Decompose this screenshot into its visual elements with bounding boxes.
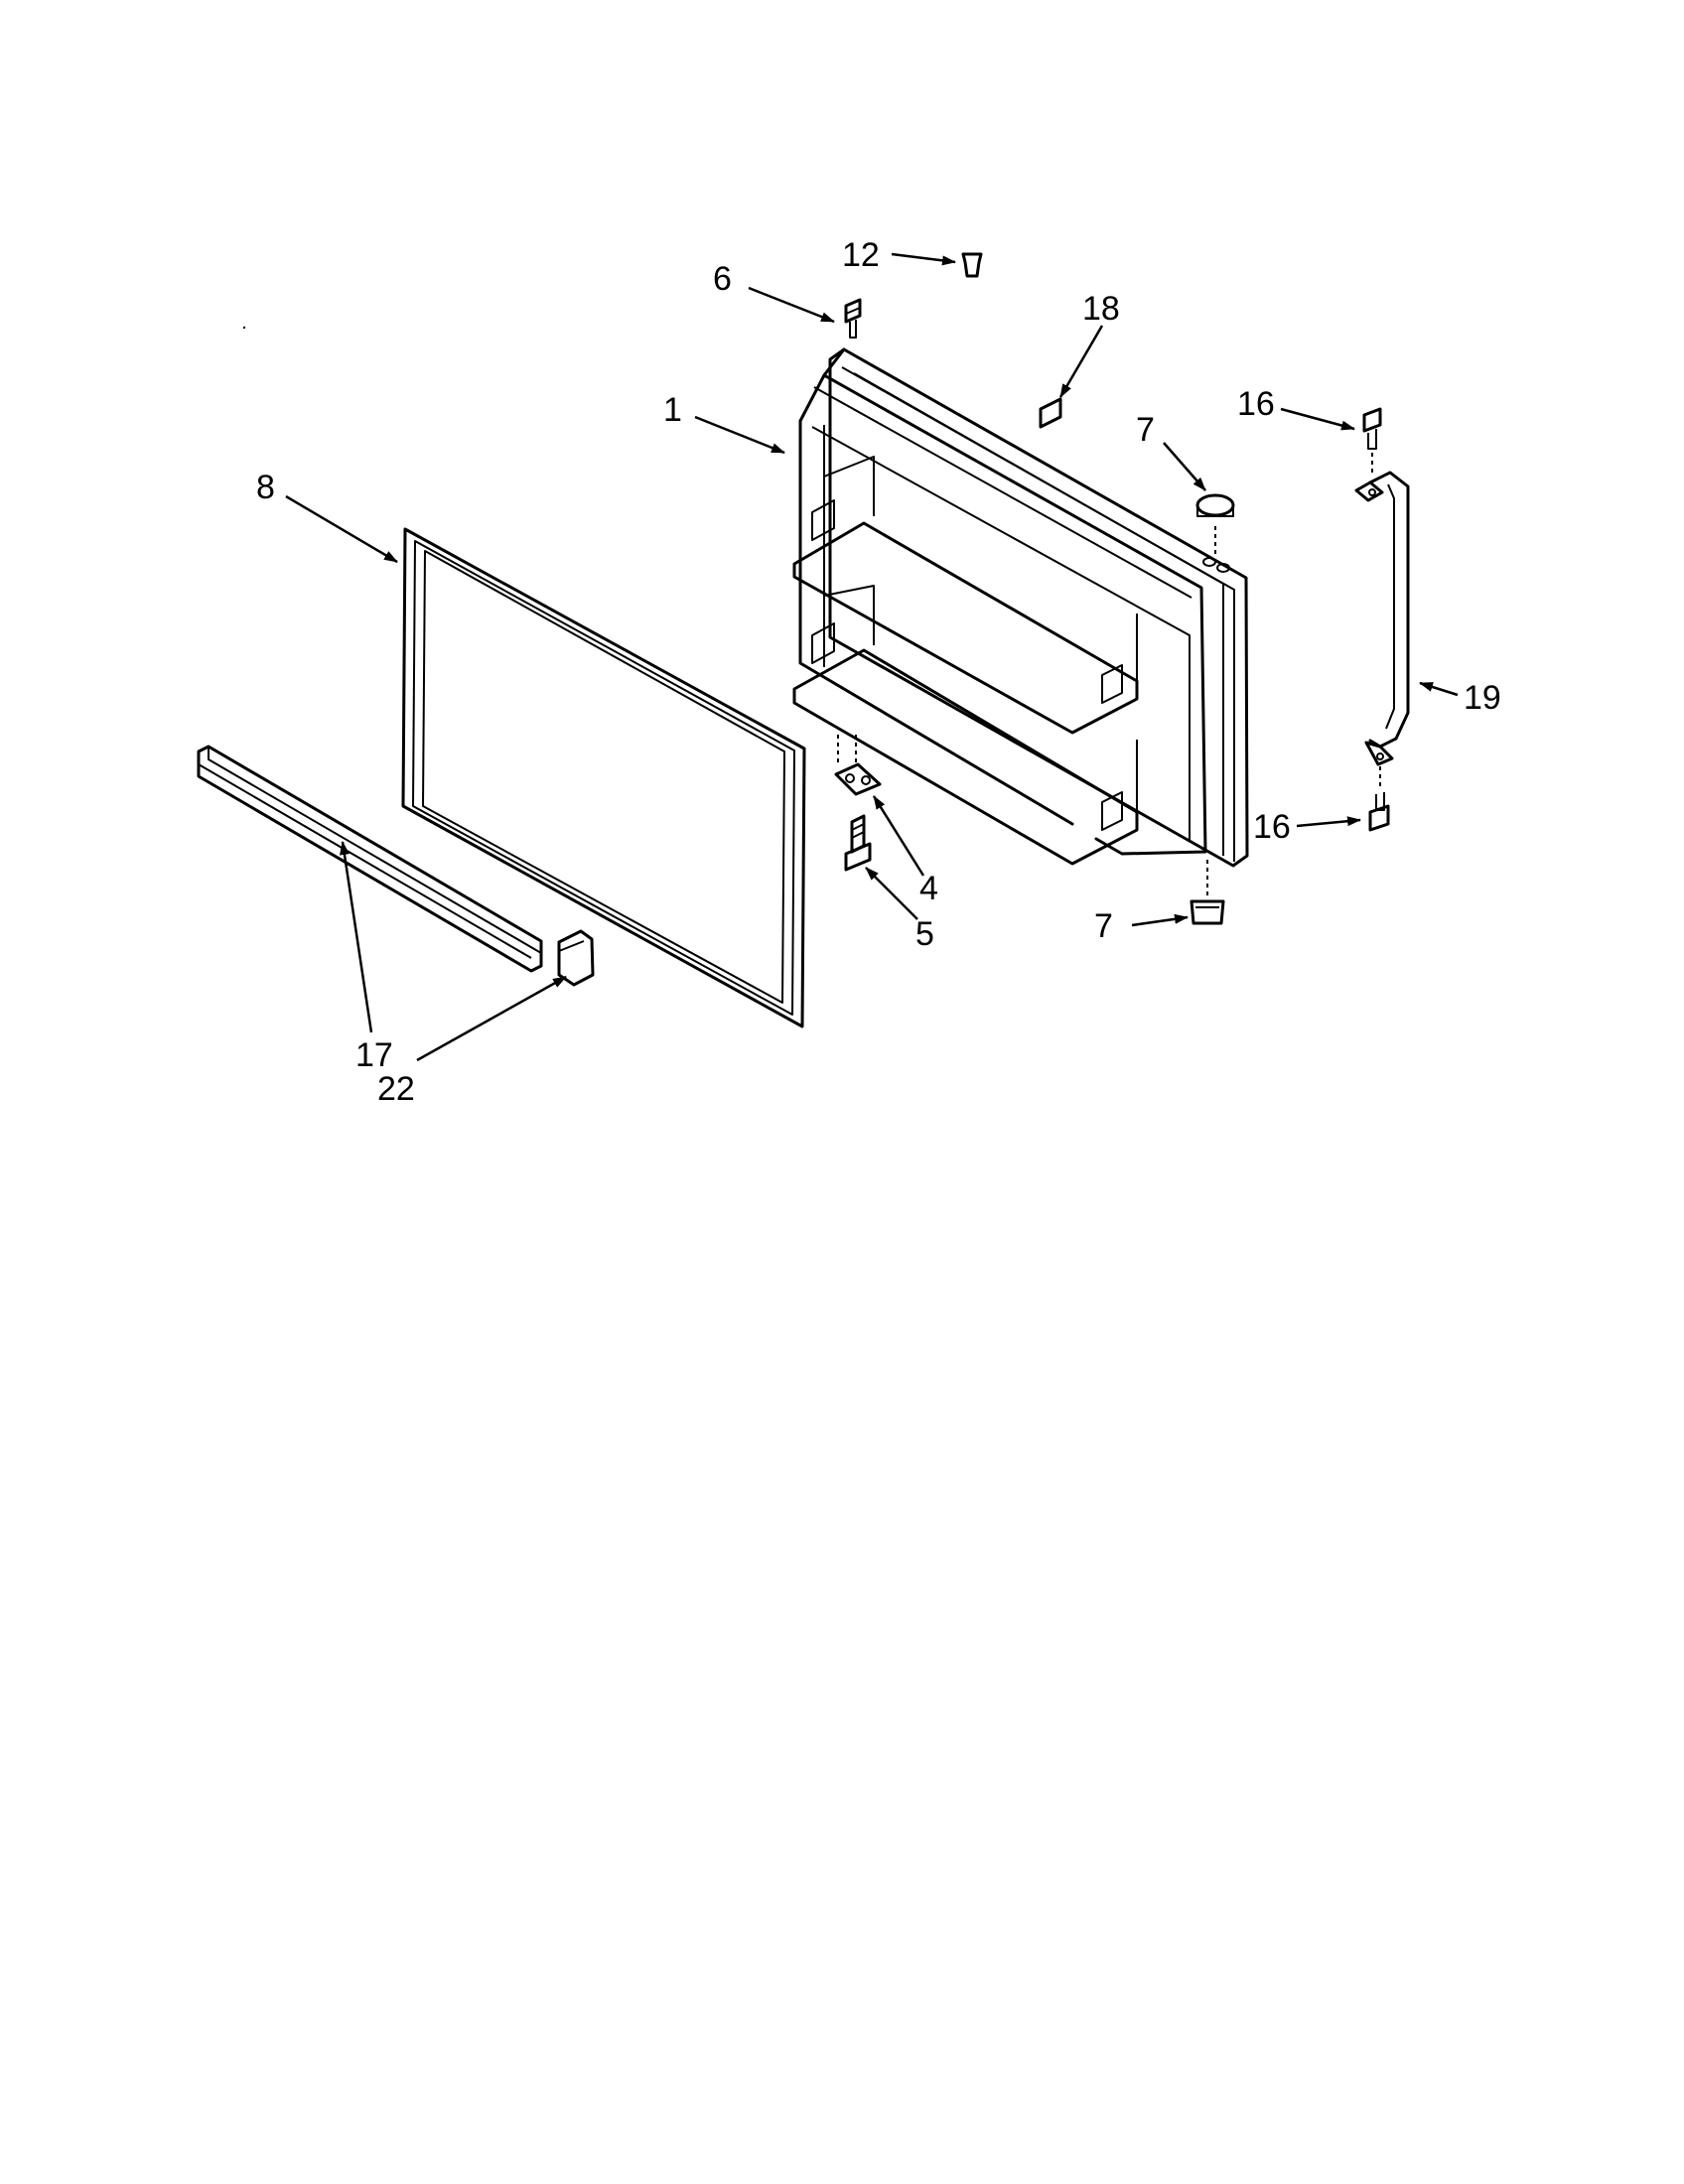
door-stop-top — [1195, 493, 1235, 556]
callout-7-top: 7 — [1136, 411, 1155, 449]
callout-16-top: 16 — [1237, 385, 1275, 423]
handle — [1354, 471, 1410, 766]
callout-22: 22 — [377, 1070, 415, 1108]
door-gasket — [401, 527, 806, 1028]
label-tag — [1039, 397, 1062, 429]
callout-4: 4 — [919, 870, 938, 907]
door-stop-bottom — [1190, 860, 1225, 925]
callout-7-bottom: 7 — [1094, 907, 1113, 945]
top-screw — [844, 298, 862, 339]
trim-end-cap — [557, 929, 595, 987]
hinge-bracket — [834, 735, 882, 796]
handle-screw-top — [1362, 407, 1382, 473]
callout-17: 17 — [355, 1036, 393, 1074]
stray-dot — [242, 326, 246, 330]
trim-strip — [197, 745, 543, 973]
callout-1: 1 — [663, 391, 682, 429]
door-liner — [792, 347, 1249, 868]
callout-6: 6 — [713, 260, 732, 298]
leader-lines — [285, 252, 1459, 1062]
callouts: 12 6 18 1 7 16 8 19 4 5 16 7 17 22 — [256, 236, 1501, 1108]
callout-16-bottom: 16 — [1253, 808, 1291, 846]
callout-19: 19 — [1464, 679, 1501, 717]
callout-12: 12 — [842, 236, 880, 274]
top-plug — [961, 252, 983, 278]
callout-5: 5 — [915, 915, 934, 953]
handle-screw-bottom — [1368, 766, 1390, 832]
callout-18: 18 — [1082, 290, 1120, 328]
hinge-screw — [844, 814, 872, 872]
callout-8: 8 — [256, 469, 275, 506]
